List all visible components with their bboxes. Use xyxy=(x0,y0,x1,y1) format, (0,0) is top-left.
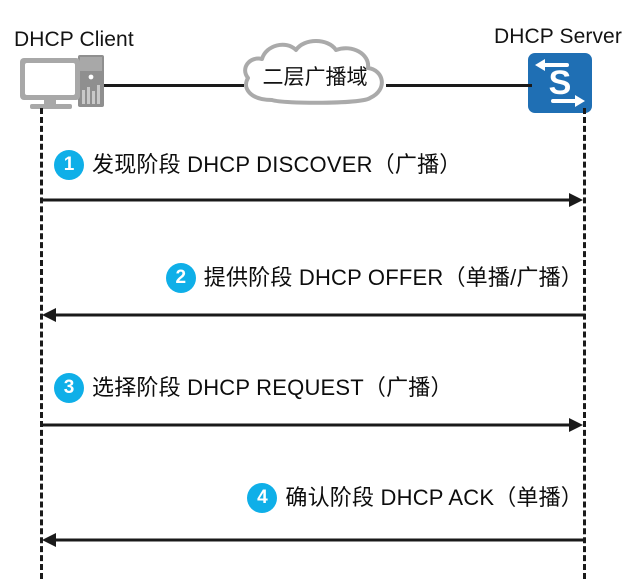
client-title: DHCP Client xyxy=(14,28,134,51)
message-label-1: 1 发现阶段 DHCP DISCOVER（广播） xyxy=(54,145,461,185)
client-lifeline xyxy=(40,108,43,579)
cloud-label: 二层广播域 xyxy=(262,66,368,89)
message-text-2: 提供阶段 DHCP OFFER（单播/广播） xyxy=(203,265,583,290)
step-badge-3: 3 xyxy=(54,373,84,403)
step-badge-1: 1 xyxy=(54,150,84,180)
message-arrow-3 xyxy=(40,418,585,432)
message-arrow-4 xyxy=(40,533,585,547)
message-arrow-1 xyxy=(40,193,585,207)
message-label-3: 3 选择阶段 DHCP REQUEST（广播） xyxy=(54,368,453,408)
message-text-4: 确认阶段 DHCP ACK（单播） xyxy=(285,485,583,510)
message-label-2: 2 提供阶段 DHCP OFFER（单播/广播） xyxy=(165,258,583,298)
server-title: DHCP Server xyxy=(494,25,622,48)
server-lifeline xyxy=(583,108,586,579)
message-text-3: 选择阶段 DHCP REQUEST（广播） xyxy=(92,375,453,400)
step-badge-2: 2 xyxy=(165,263,196,293)
svg-text:S: S xyxy=(549,64,572,102)
link-client-to-cloud xyxy=(104,84,244,87)
cloud-icon: 二层广播域 xyxy=(236,38,394,108)
message-text-1: 发现阶段 DHCP DISCOVER（广播） xyxy=(92,152,462,177)
desktop-computer-icon xyxy=(16,54,112,112)
link-cloud-to-server xyxy=(386,84,532,87)
step-badge-4: 4 xyxy=(247,483,278,513)
switch-icon: S xyxy=(527,52,593,114)
message-arrow-2 xyxy=(40,308,585,322)
message-label-4: 4 确认阶段 DHCP ACK（单播） xyxy=(247,478,583,518)
